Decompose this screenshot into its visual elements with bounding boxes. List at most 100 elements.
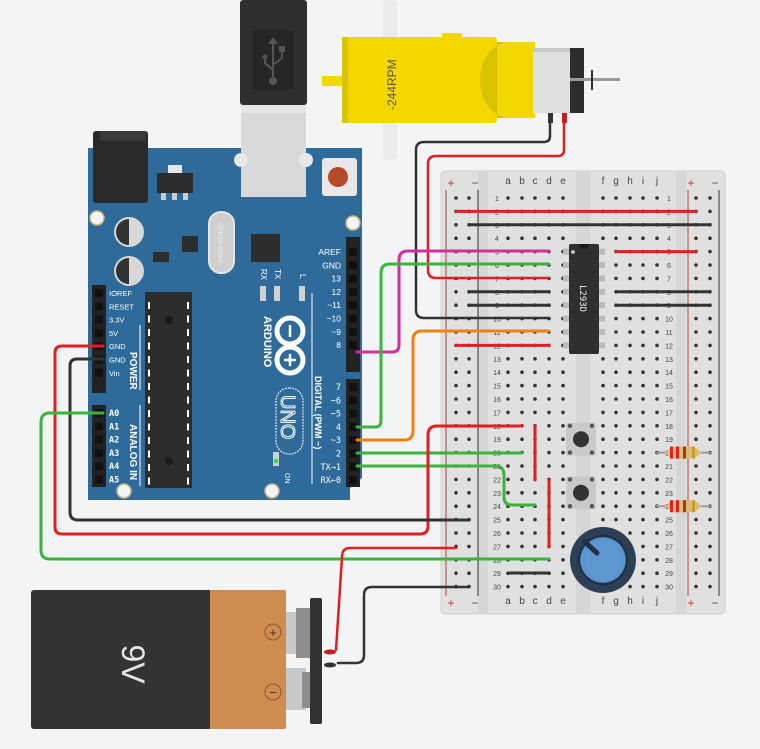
breadboard-hole[interactable] (641, 450, 645, 455)
breadboard-hole[interactable] (520, 397, 524, 401)
breadboard-hole[interactable] (655, 571, 659, 575)
breadboard-hole[interactable] (614, 330, 618, 334)
push-button[interactable] (566, 476, 596, 510)
rail-hole[interactable] (467, 196, 471, 200)
header-pin[interactable] (349, 449, 357, 458)
breadboard-hole[interactable] (561, 571, 565, 575)
breadboard-hole[interactable] (614, 370, 618, 375)
rail-hole[interactable] (708, 410, 712, 415)
breadboard-hole[interactable] (628, 236, 632, 240)
breadboard-hole[interactable] (506, 383, 510, 388)
breadboard-hole[interactable] (655, 370, 659, 375)
breadboard-hole[interactable] (506, 584, 510, 589)
rail-hole[interactable] (708, 330, 712, 334)
breadboard-hole[interactable] (561, 544, 565, 549)
breadboard-hole[interactable] (628, 531, 632, 535)
breadboard-hole[interactable] (641, 196, 645, 200)
rail-hole[interactable] (454, 196, 458, 200)
breadboard-hole[interactable] (628, 464, 632, 468)
header-pin[interactable] (349, 383, 357, 391)
header-pin[interactable] (349, 341, 357, 350)
rail-hole[interactable] (694, 571, 698, 575)
breadboard-hole[interactable] (655, 531, 659, 535)
breadboard-hole[interactable] (641, 330, 645, 334)
breadboard-hole[interactable] (641, 491, 645, 495)
breadboard-hole[interactable] (601, 383, 605, 388)
breadboard-hole[interactable] (533, 491, 537, 495)
breadboard-hole[interactable] (520, 584, 524, 589)
rail-hole[interactable] (708, 437, 712, 442)
breadboard-hole[interactable] (533, 544, 537, 549)
breadboard-hole[interactable] (628, 517, 632, 522)
breadboard-hole[interactable] (628, 504, 632, 509)
breadboard-hole[interactable] (628, 196, 632, 200)
breadboard-hole[interactable] (561, 517, 565, 522)
breadboard-hole[interactable] (533, 357, 537, 361)
header-pin[interactable] (95, 462, 103, 471)
rail-hole[interactable] (708, 424, 712, 428)
rail-hole[interactable] (467, 504, 471, 509)
breadboard-hole[interactable] (655, 316, 659, 321)
rail-hole[interactable] (694, 464, 698, 468)
header-pin[interactable] (349, 314, 357, 323)
header-pin[interactable] (349, 261, 357, 270)
breadboard-hole[interactable] (601, 477, 605, 482)
breadboard-hole[interactable] (561, 558, 565, 562)
breadboard-hole[interactable] (655, 357, 659, 361)
breadboard-hole[interactable] (547, 584, 551, 589)
breadboard-hole[interactable] (547, 357, 551, 361)
breadboard-hole[interactable] (533, 410, 537, 415)
rail-hole[interactable] (694, 276, 698, 281)
breadboard-hole[interactable] (561, 370, 565, 375)
arduino-uno[interactable]: SPK16.000G RX TX L ON ARDUINO UNO DIGITA… (88, 111, 362, 500)
rail-hole[interactable] (467, 544, 471, 549)
breadboard-hole[interactable] (655, 491, 659, 495)
breadboard-hole[interactable] (655, 424, 659, 428)
rail-hole[interactable] (708, 517, 712, 522)
breadboard-hole[interactable] (601, 424, 605, 428)
rail-hole[interactable] (694, 477, 698, 482)
breadboard-hole[interactable] (561, 410, 565, 415)
rail-hole[interactable] (708, 263, 712, 267)
rail-hole[interactable] (708, 343, 712, 348)
breadboard-hole[interactable] (628, 410, 632, 415)
breadboard-hole[interactable] (655, 584, 659, 589)
breadboard-hole[interactable] (628, 330, 632, 334)
breadboard-hole[interactable] (614, 464, 618, 468)
breadboard-hole[interactable] (506, 464, 510, 468)
rail-hole[interactable] (708, 276, 712, 281)
breadboard-hole[interactable] (533, 517, 537, 522)
breadboard-hole[interactable] (655, 383, 659, 388)
dc-gear-motor[interactable]: -244RPM (322, 0, 620, 160)
breadboard-hole[interactable] (641, 558, 645, 562)
breadboard-hole[interactable] (561, 450, 565, 455)
rail-hole[interactable] (454, 290, 458, 294)
rail-hole[interactable] (454, 236, 458, 240)
wire-motor-black[interactable] (414, 121, 552, 320)
battery-9v[interactable]: 9V + − (31, 590, 322, 729)
breadboard-hole[interactable] (641, 464, 645, 468)
rail-hole[interactable] (694, 424, 698, 428)
breadboard-hole[interactable] (601, 464, 605, 468)
breadboard-hole[interactable] (601, 410, 605, 415)
breadboard-hole[interactable] (641, 424, 645, 428)
breadboard-hole[interactable] (533, 236, 537, 240)
breadboard-hole[interactable] (628, 437, 632, 442)
breadboard-hole[interactable] (641, 571, 645, 575)
header-pin[interactable] (349, 409, 357, 418)
breadboard-hole[interactable] (506, 397, 510, 401)
breadboard-hole[interactable] (547, 236, 551, 240)
rail-hole[interactable] (467, 370, 471, 375)
rail-hole[interactable] (467, 531, 471, 535)
rail-hole[interactable] (694, 531, 698, 535)
breadboard-hole[interactable] (641, 343, 645, 348)
breadboard-hole[interactable] (506, 196, 510, 200)
breadboard-hole[interactable] (614, 276, 618, 281)
breadboard-hole[interactable] (641, 531, 645, 535)
rail-hole[interactable] (708, 584, 712, 589)
breadboard-hole[interactable] (655, 263, 659, 267)
breadboard-hole[interactable] (533, 397, 537, 401)
breadboard-hole[interactable] (520, 410, 524, 415)
rail-hole[interactable] (454, 491, 458, 495)
rail-hole[interactable] (467, 236, 471, 240)
